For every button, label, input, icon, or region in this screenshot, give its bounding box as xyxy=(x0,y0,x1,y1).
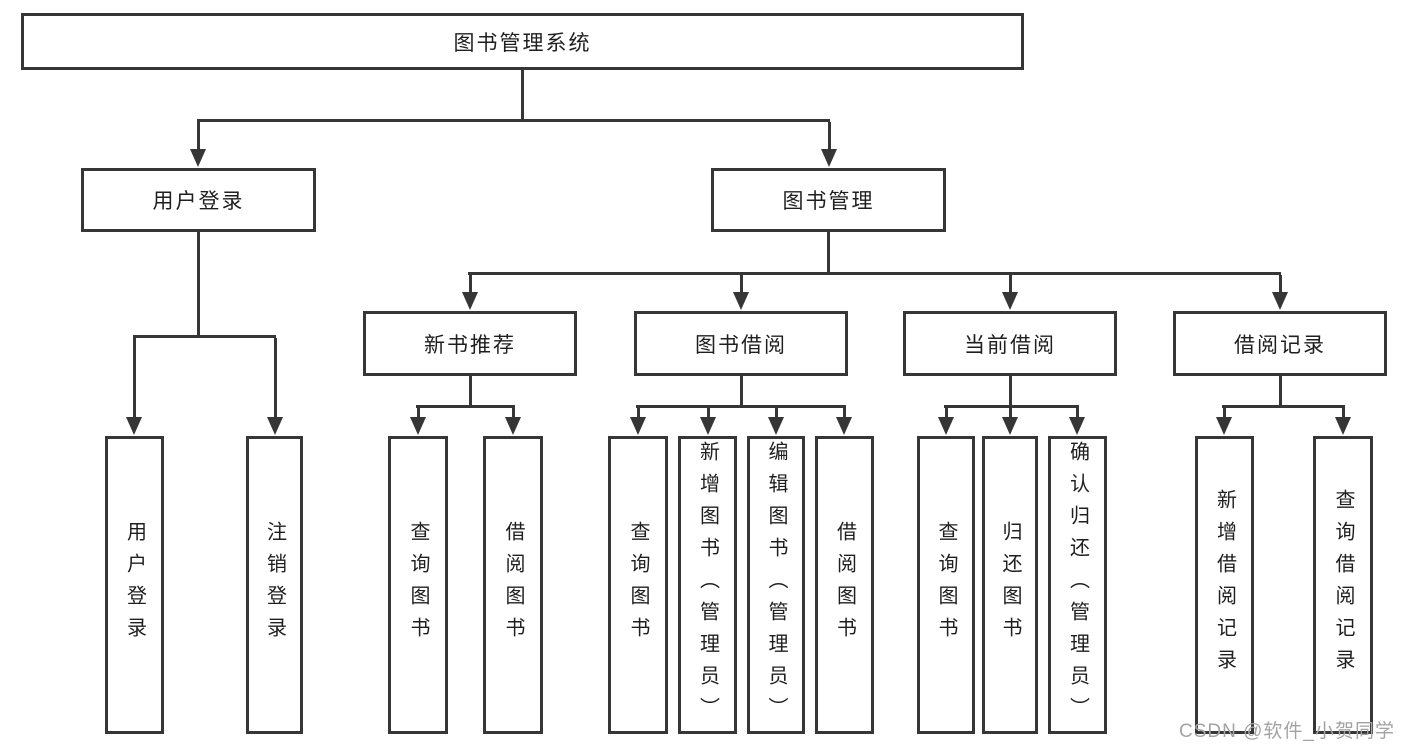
watermark: CSDN @软件_小贺同学 xyxy=(1179,721,1395,742)
connector-segment xyxy=(512,408,515,417)
arrow-down-icon xyxy=(768,417,784,435)
node-label: 查询图书 xyxy=(935,521,957,649)
connector-segment xyxy=(197,232,200,338)
leaf-borrow-books-1: 借阅图书 xyxy=(483,436,543,734)
arrow-down-icon xyxy=(821,149,837,167)
connector-segment xyxy=(274,338,277,417)
connector-segment xyxy=(1009,376,1012,408)
arrow-down-icon xyxy=(1002,417,1018,435)
connector-segment xyxy=(197,122,200,150)
leaf-edit-book-admin: 编辑图书（管理员） xyxy=(747,436,805,734)
connector-segment xyxy=(1279,376,1282,408)
node-label: 查询借阅记录 xyxy=(1332,489,1354,681)
connector-segment xyxy=(469,275,472,292)
connector-segment xyxy=(1223,408,1226,417)
leaf-query-books-1: 查询图书 xyxy=(388,436,448,734)
node-user-login: 用户登录 xyxy=(81,168,316,232)
connector-segment xyxy=(521,70,524,122)
node-label: 新增图书（管理员） xyxy=(696,441,719,729)
leaf-logout: 注销登录 xyxy=(246,436,303,734)
connector-segment xyxy=(1009,275,1012,292)
leaf-add-book-admin: 新增图书（管理员） xyxy=(678,436,737,734)
connector-segment xyxy=(133,338,136,417)
arrow-down-icon xyxy=(938,417,954,435)
connector-segment xyxy=(1279,275,1282,292)
connector-segment xyxy=(468,272,1281,275)
arrow-down-icon xyxy=(1272,292,1288,310)
connector-segment xyxy=(707,408,710,417)
arrow-down-icon xyxy=(733,292,749,310)
arrow-down-icon xyxy=(1335,417,1351,435)
node-label: 编辑图书（管理员） xyxy=(765,441,787,729)
connector-segment xyxy=(827,232,830,275)
connector-segment xyxy=(416,405,515,408)
arrow-down-icon xyxy=(462,292,478,310)
arrow-down-icon xyxy=(505,417,521,435)
node-book-management: 图书管理 xyxy=(711,168,946,232)
connector-segment xyxy=(636,405,846,408)
leaf-confirm-return-admin: 确认归还（管理员） xyxy=(1048,436,1107,734)
leaf-return-books: 归还图书 xyxy=(982,436,1038,734)
arrow-down-icon xyxy=(1216,417,1232,435)
connector-segment xyxy=(740,376,743,408)
node-current-borrow: 当前借阅 xyxy=(903,311,1117,376)
node-label: 图书借阅 xyxy=(695,333,787,357)
arrow-down-icon xyxy=(126,417,142,435)
leaf-add-borrow-record: 新增借阅记录 xyxy=(1195,436,1254,734)
node-label: 当前借阅 xyxy=(964,333,1056,357)
connector-segment xyxy=(843,408,846,417)
node-label: 用户登录 xyxy=(152,190,245,213)
connector-segment xyxy=(1076,408,1079,417)
node-label: 借阅图书 xyxy=(833,521,856,649)
arrow-down-icon xyxy=(700,417,716,435)
arrow-down-icon xyxy=(836,417,852,435)
leaf-query-borrow-record: 查询借阅记录 xyxy=(1313,436,1373,734)
connector-segment xyxy=(133,335,276,338)
node-label: 查询图书 xyxy=(407,521,429,649)
connector-segment xyxy=(469,376,472,408)
node-label: 图书管理系统 xyxy=(453,31,592,55)
leaf-borrow-books-2: 借阅图书 xyxy=(815,436,874,734)
connector-segment xyxy=(637,408,640,417)
node-label: 注销登录 xyxy=(263,521,286,649)
connector-segment xyxy=(417,408,420,417)
connector-segment xyxy=(775,408,778,417)
arrow-down-icon xyxy=(410,417,426,435)
node-label: 借阅记录 xyxy=(1234,333,1326,357)
leaf-query-books-3: 查询图书 xyxy=(917,436,975,734)
node-label: 确认归还（管理员） xyxy=(1066,441,1089,729)
leaf-user-login: 用户登录 xyxy=(105,436,164,734)
connector-segment xyxy=(1222,405,1345,408)
connector-segment xyxy=(740,275,743,292)
node-label: 新增借阅记录 xyxy=(1213,489,1236,681)
connector-segment xyxy=(944,405,1079,408)
node-label: 归还图书 xyxy=(999,521,1021,649)
connector-segment xyxy=(197,119,830,122)
node-book-borrow: 图书借阅 xyxy=(634,311,848,376)
connector-segment xyxy=(1342,408,1345,417)
node-label: 查询图书 xyxy=(627,521,649,649)
leaf-query-books-2: 查询图书 xyxy=(608,436,668,734)
node-label: 图书管理 xyxy=(782,190,875,213)
connector-segment xyxy=(945,408,948,417)
arrow-down-icon xyxy=(630,417,646,435)
connector-segment xyxy=(828,122,831,150)
connector-segment xyxy=(1009,408,1012,417)
arrow-down-icon xyxy=(190,149,206,167)
node-new-book-recommend: 新书推荐 xyxy=(363,311,577,376)
node-label: 新书推荐 xyxy=(424,333,516,357)
arrow-down-icon xyxy=(1069,417,1085,435)
node-root: 图书管理系统 xyxy=(21,13,1024,70)
arrow-down-icon xyxy=(1002,292,1018,310)
node-label: 用户登录 xyxy=(123,521,146,649)
node-label: 借阅图书 xyxy=(502,521,524,649)
node-borrow-records: 借阅记录 xyxy=(1173,311,1387,376)
arrow-down-icon xyxy=(267,417,283,435)
